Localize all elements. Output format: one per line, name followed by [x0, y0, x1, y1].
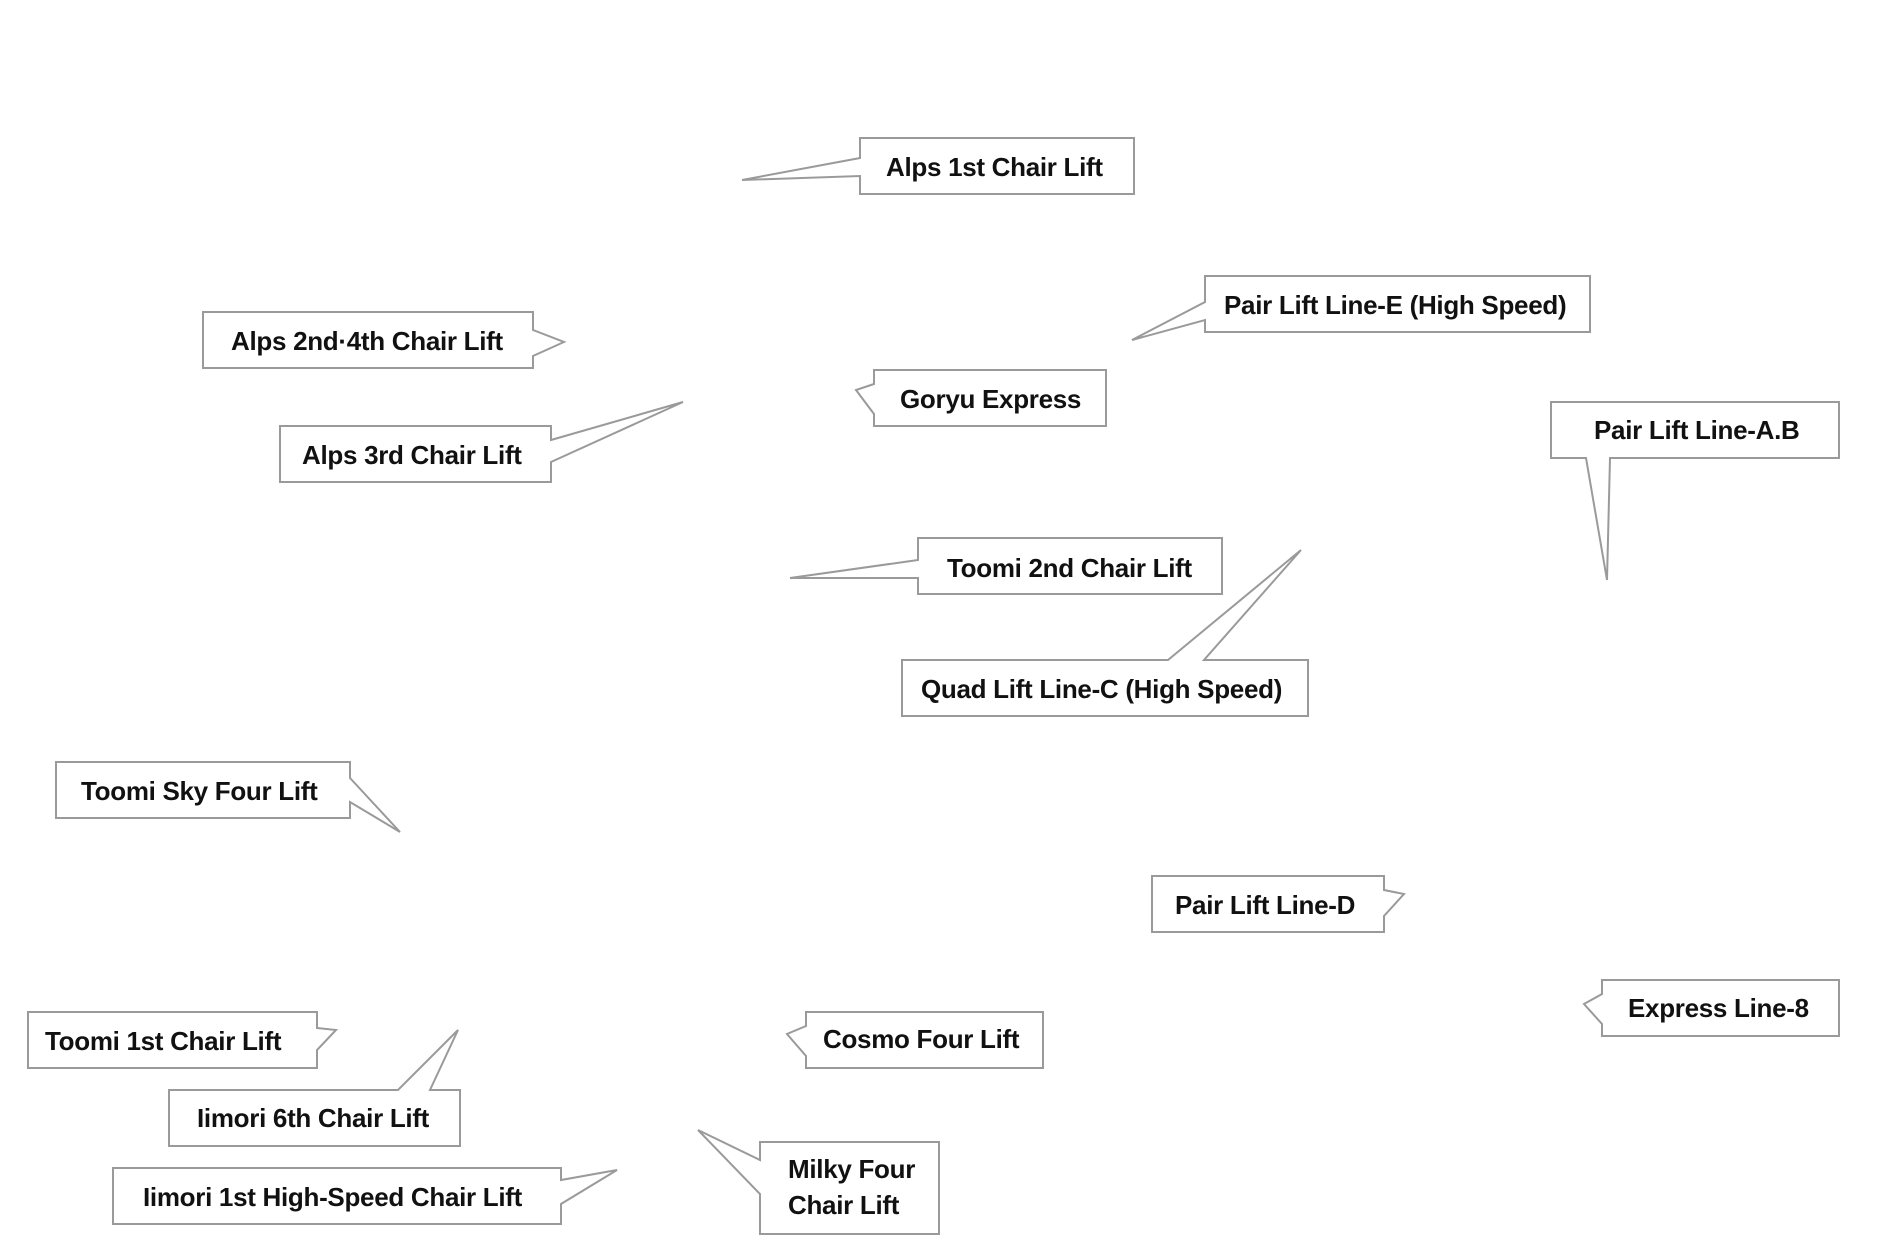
- callout-box: [1550, 401, 1840, 581]
- lift-name-label: Cosmo Four Lift: [823, 1024, 1020, 1054]
- callout-box: [202, 311, 567, 369]
- callout-box: [112, 1167, 618, 1225]
- lift-name-label: Pair Lift Line-D: [1175, 890, 1355, 920]
- callout-box: [697, 1129, 940, 1235]
- lift-name-label: Iimori 1st High-Speed Chair Lift: [143, 1182, 523, 1212]
- callout-box: [785, 1011, 1044, 1069]
- lift-callout-alps-1st[interactable]: Alps 1st Chair Lift: [741, 137, 1135, 195]
- lift-name-label: Alps 1st Chair Lift: [886, 152, 1103, 182]
- lift-callout-cosmo[interactable]: Cosmo Four Lift: [785, 1011, 1044, 1069]
- lift-name-label: Alps 2nd·4th Chair Lift: [231, 326, 504, 356]
- lift-callout-toomi-1st[interactable]: Toomi 1st Chair Lift: [27, 1011, 339, 1069]
- lift-callout-goryu[interactable]: Goryu Express: [854, 369, 1107, 427]
- lift-name-label: Goryu Express: [900, 384, 1081, 414]
- lift-callout-alps-2nd-4th[interactable]: Alps 2nd·4th Chair Lift: [202, 311, 567, 369]
- lift-callout-quad-c[interactable]: Quad Lift Line-C (High Speed): [901, 549, 1309, 717]
- callout-box: [1151, 875, 1406, 933]
- lift-name-label: Pair Lift Line-A.B: [1594, 415, 1800, 445]
- lift-name-label: Toomi 2nd Chair Lift: [947, 553, 1192, 583]
- lift-name-label: Iimori 6th Chair Lift: [197, 1103, 430, 1133]
- lift-name-label: Milky Four: [788, 1154, 915, 1184]
- lift-name-label: Toomi 1st Chair Lift: [45, 1026, 282, 1056]
- callout-box: [854, 369, 1107, 427]
- callout-box: [741, 137, 1135, 195]
- lift-callout-toomi-sky[interactable]: Toomi Sky Four Lift: [55, 761, 401, 833]
- lift-callout-pair-ab[interactable]: Pair Lift Line-A.B: [1550, 401, 1840, 581]
- lift-callout-alps-3rd[interactable]: Alps 3rd Chair Lift: [279, 401, 684, 483]
- lift-callout-toomi-2nd[interactable]: Toomi 2nd Chair Lift: [789, 537, 1223, 595]
- callout-box: [1582, 979, 1840, 1037]
- lift-name-label: Express Line-8: [1628, 993, 1809, 1023]
- lift-callout-pair-d[interactable]: Pair Lift Line-D: [1151, 875, 1406, 933]
- callout-box: [279, 401, 684, 483]
- callout-box: [789, 537, 1223, 595]
- lift-name-label: Quad Lift Line-C (High Speed): [921, 674, 1282, 704]
- lift-callout-iimori-6th[interactable]: Iimori 6th Chair Lift: [168, 1029, 461, 1147]
- lift-name-label: Alps 3rd Chair Lift: [302, 440, 522, 470]
- callout-box: [55, 761, 401, 833]
- lift-callout-express-8[interactable]: Express Line-8: [1582, 979, 1840, 1037]
- lift-name-label: Toomi Sky Four Lift: [81, 776, 318, 806]
- callout-box: [168, 1029, 461, 1147]
- callout-box: [27, 1011, 339, 1069]
- lift-callout-pair-e[interactable]: Pair Lift Line-E (High Speed): [1131, 275, 1591, 341]
- lift-name-label: Chair Lift: [788, 1190, 900, 1220]
- callout-box: [901, 549, 1309, 717]
- lift-callout-iimori-1st[interactable]: Iimori 1st High-Speed Chair Lift: [112, 1167, 618, 1225]
- lift-name-label: Pair Lift Line-E (High Speed): [1224, 290, 1566, 320]
- callout-box: [1131, 275, 1591, 341]
